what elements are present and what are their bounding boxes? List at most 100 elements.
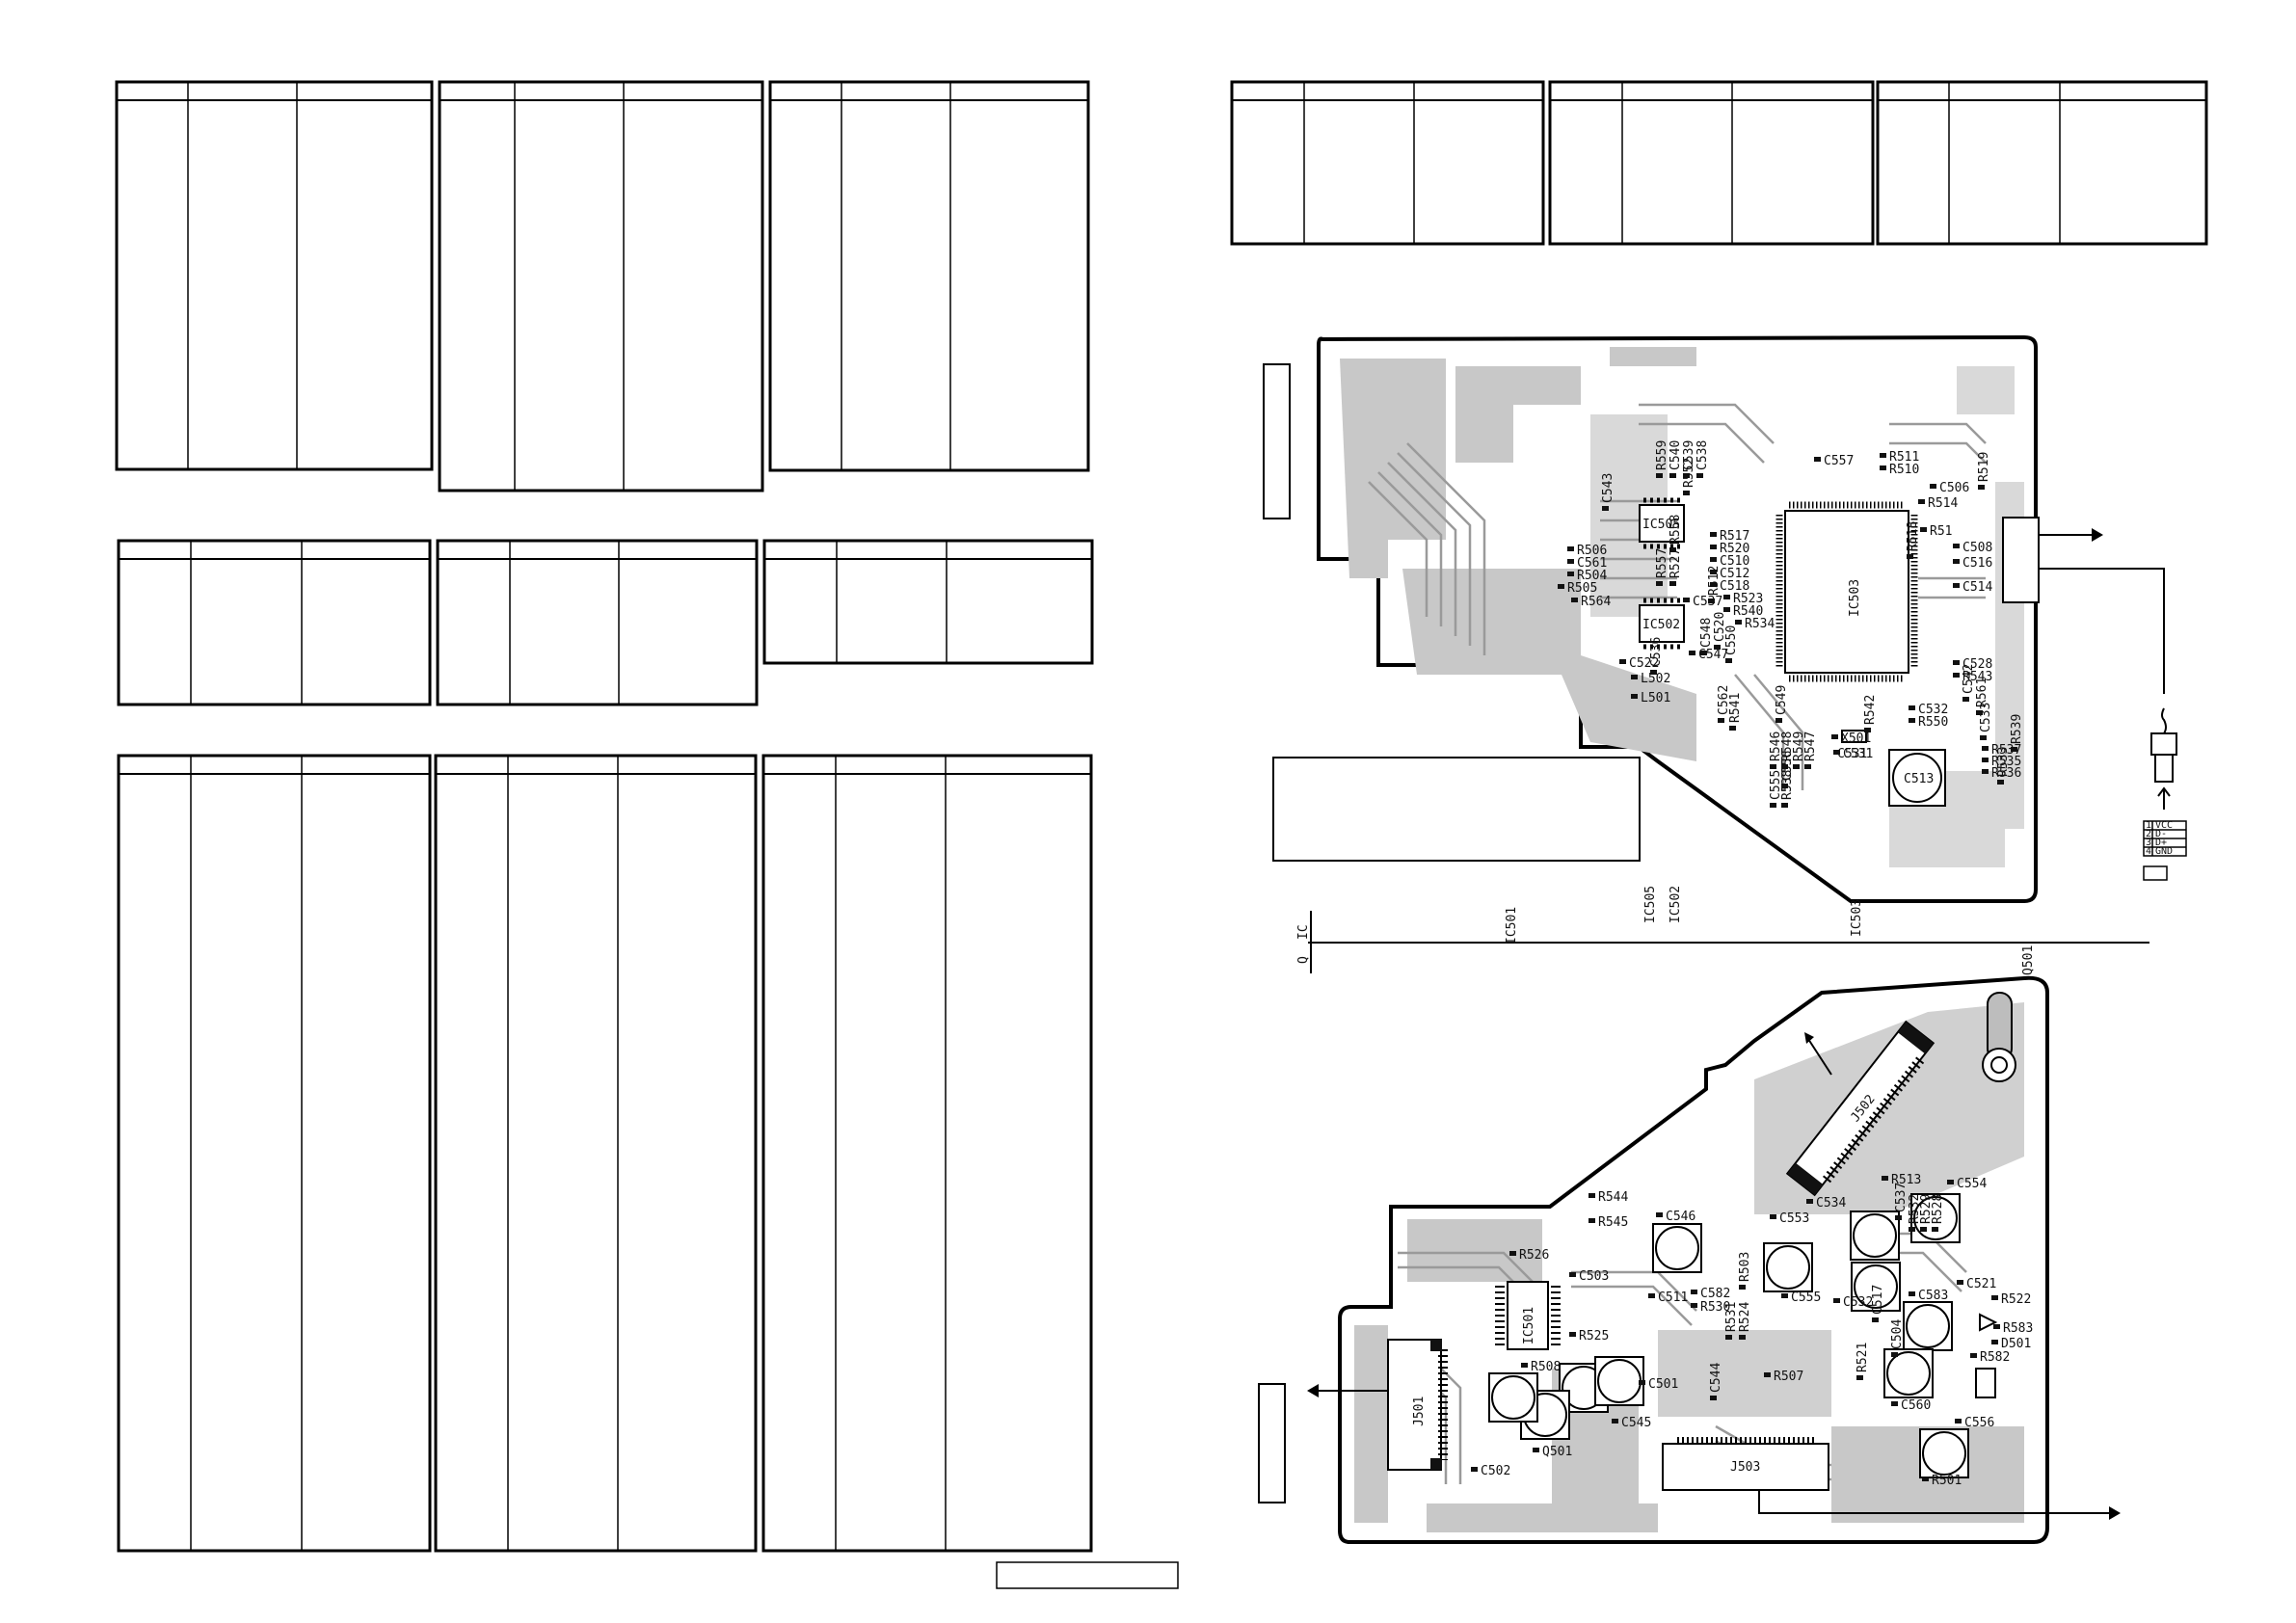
capacitor-circle xyxy=(1906,1304,1950,1348)
component-label-r518: R518 xyxy=(1906,521,1920,551)
smd-pad xyxy=(1739,1285,1746,1290)
component-label-r528: R528 xyxy=(1931,1194,1945,1224)
smd-pad xyxy=(1918,499,1925,504)
table-r1-c2 xyxy=(438,80,764,492)
component-label-c531: C531 xyxy=(1843,747,1873,761)
component-label-c517: C517 xyxy=(1871,1285,1885,1315)
component-label-r582: R582 xyxy=(1980,1350,2010,1365)
component-label-r561: R561 xyxy=(1975,678,1989,707)
smd-pad xyxy=(1781,1293,1788,1298)
component-label-c546: C546 xyxy=(1666,1210,1695,1224)
component-label-r524: R524 xyxy=(1738,1302,1752,1332)
component-label-c532: C532 xyxy=(1918,703,1948,717)
component-label-c561: C561 xyxy=(1577,556,1607,571)
smd-pad xyxy=(1856,1375,1863,1380)
component-label-c556: C556 xyxy=(1964,1416,1994,1430)
table-r2-c2 xyxy=(436,539,759,706)
smd-pad xyxy=(1880,453,1886,458)
component-label-r548: R548 xyxy=(1780,732,1795,761)
smd-pad xyxy=(1976,710,1983,715)
usb-pin-3-name: D+ xyxy=(2155,838,2167,848)
j503-connector: J503 xyxy=(1662,1437,1829,1491)
usb-pin-rows: 1 VCC 2 D- 3 D+ 4 GND xyxy=(2146,820,2173,857)
smd-pad xyxy=(1696,473,1703,478)
component-label-r535: R535 xyxy=(1991,755,2021,769)
table-r2-c3 xyxy=(762,539,1094,665)
c513-label: C513 xyxy=(1904,772,1934,786)
component-label-r557: R557 xyxy=(1655,548,1669,578)
component-label-r558: R558 xyxy=(1669,515,1683,545)
component-label-c502: C502 xyxy=(1481,1464,1510,1478)
ic505-chip: IC505 xyxy=(1639,497,1685,549)
smd-pad xyxy=(1982,758,1989,762)
smd-pad xyxy=(1775,718,1782,723)
component-label-r510: R510 xyxy=(1889,463,1919,477)
smd-pad xyxy=(1781,764,1788,769)
smd-pad xyxy=(1656,581,1663,586)
component-label-c542: C542 xyxy=(1962,664,1976,694)
table-r1-c3 xyxy=(768,80,1090,472)
smd-pad xyxy=(1864,728,1871,732)
component-label-c518: C518 xyxy=(1720,579,1749,594)
table-r3-c3 xyxy=(761,754,1093,1553)
component-label-c536: C536 xyxy=(1649,637,1664,667)
smd-pad xyxy=(1804,764,1811,769)
smd-pad xyxy=(1669,473,1676,478)
table-r1-c1 xyxy=(115,80,434,471)
component-label-r583: R583 xyxy=(2003,1321,2033,1336)
component-label-r503: R503 xyxy=(1738,1252,1752,1282)
smd-pad xyxy=(1955,1419,1962,1423)
smd-pad xyxy=(1639,1380,1645,1385)
smd-pad xyxy=(1710,570,1717,574)
smd-pad xyxy=(1991,1340,1998,1344)
x501-crystal: C531 xyxy=(1837,730,1867,761)
table-r2-c1 xyxy=(117,539,432,706)
component-label-r522: R522 xyxy=(2001,1292,2031,1307)
usb-header xyxy=(2002,517,2040,603)
ic-row-ic502: IC502 xyxy=(1669,886,1683,923)
component-label-r520: R520 xyxy=(1720,542,1749,556)
component-label-c555: C555 xyxy=(1791,1290,1821,1305)
usb-pin-4-num: 4 xyxy=(2146,846,2151,857)
smd-pad xyxy=(1619,659,1626,664)
component-label-r523: R523 xyxy=(1733,592,1763,606)
smd-pad xyxy=(1764,1372,1771,1377)
mounting-hole xyxy=(1982,992,2016,1082)
ic505-label: IC505 xyxy=(1642,518,1680,532)
pcb-bottom-board: J502 IC501 J501 xyxy=(1258,975,2121,1544)
component-label-c504: C504 xyxy=(1890,1319,1905,1349)
smd-pad xyxy=(1691,1303,1697,1308)
component-label-c538: C538 xyxy=(1695,440,1710,470)
smd-pad xyxy=(1920,527,1927,532)
table-r3-c1 xyxy=(117,754,432,1553)
usb-pin-2-num: 2 xyxy=(2146,829,2151,839)
component-label-c522: C522 xyxy=(1629,656,1659,671)
smd-pad xyxy=(1648,1293,1655,1298)
component-label-c547: C547 xyxy=(1698,648,1728,662)
component-label-r512: R512 xyxy=(1707,566,1722,596)
smd-pad xyxy=(1982,769,1989,774)
smd-pad xyxy=(1978,485,1985,490)
x501-label: C531 xyxy=(1837,747,1867,761)
component-label-c514: C514 xyxy=(1962,580,1992,595)
smd-pad xyxy=(1725,1335,1732,1340)
component-label-r543: R543 xyxy=(1962,670,1992,684)
smd-pad xyxy=(1909,718,1915,723)
ic503-qfp: IC503 xyxy=(1775,501,1918,682)
component-label-c537: C537 xyxy=(1693,595,1722,609)
component-label-r531: R531 xyxy=(1724,1302,1739,1332)
component-label-r564: R564 xyxy=(1581,595,1611,609)
component-label-x501: X501 xyxy=(1841,732,1871,746)
smd-pad xyxy=(1602,506,1609,511)
smd-pad xyxy=(1710,582,1717,587)
smd-pad xyxy=(1723,607,1730,612)
component-label-c537: C537 xyxy=(1894,1183,1909,1212)
ic503-label: IC503 xyxy=(1848,579,1862,617)
pcb-note-box xyxy=(1272,757,1641,862)
component-label-c516: C516 xyxy=(1962,556,1992,571)
smd-pad xyxy=(1909,1291,1915,1296)
smd-pad xyxy=(1710,545,1717,549)
smd-pad xyxy=(1612,1419,1618,1423)
